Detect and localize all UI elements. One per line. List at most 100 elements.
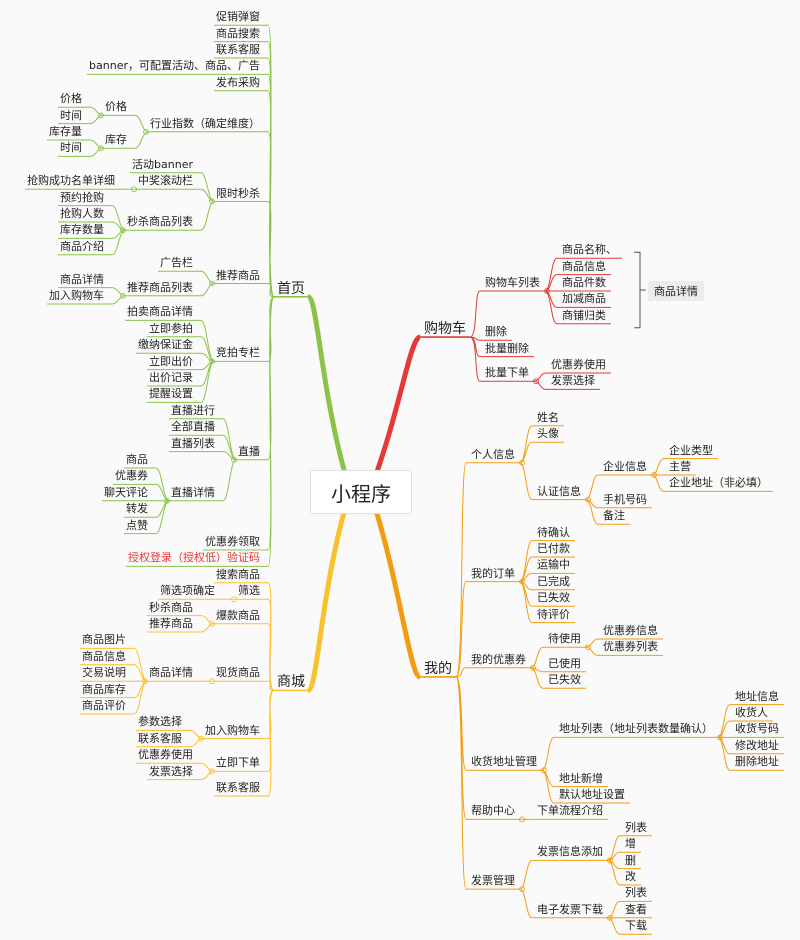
node-item[interactable]: 查看 <box>625 902 647 916</box>
node-item[interactable]: 地址新增 <box>559 771 603 785</box>
node-item[interactable]: 修改地址 <box>735 738 779 752</box>
node-item[interactable]: 抢购人数 <box>60 207 104 220</box>
node-item[interactable]: 下单流程介绍 <box>537 804 603 818</box>
node-item[interactable]: 拍卖商品详情 <box>127 305 193 319</box>
node-item[interactable]: 搜索商品 <box>216 567 260 581</box>
node-item[interactable]: 批量下单 <box>485 366 529 380</box>
node-item[interactable]: 商品 <box>126 453 148 466</box>
node-item[interactable]: 商品信息 <box>82 649 126 663</box>
node-item[interactable]: 商品介绍 <box>60 239 104 253</box>
node-item[interactable]: 广告栏 <box>160 256 193 270</box>
node-item[interactable]: 地址信息 <box>735 689 779 703</box>
node-item[interactable]: 企业类型 <box>669 443 713 457</box>
node-item[interactable]: 转发 <box>126 502 148 516</box>
node-item[interactable]: 加入购物车 <box>205 723 260 737</box>
node-item[interactable]: 发票选择 <box>551 374 595 388</box>
node-item[interactable]: 商品评价 <box>82 699 126 712</box>
node-item[interactable]: 库存量 <box>49 125 82 138</box>
node-item[interactable]: 已付款 <box>537 542 570 555</box>
node-item[interactable]: 删除地址 <box>735 755 779 769</box>
node-item[interactable]: 优惠券使用 <box>138 748 193 762</box>
node-item[interactable]: 活动banner <box>132 157 193 171</box>
node-item[interactable]: 企业地址（非必填） <box>669 476 768 490</box>
node-item[interactable]: 爆款商品 <box>216 608 260 622</box>
branch-mine[interactable]: 我的 <box>424 660 452 677</box>
node-item[interactable]: 待确认 <box>537 525 570 539</box>
node-item[interactable]: 已完成 <box>537 574 570 588</box>
node-item[interactable]: 我的优惠券 <box>471 652 526 666</box>
node-item[interactable]: 发票信息添加 <box>537 845 603 859</box>
node-item[interactable]: 全部直播 <box>171 420 215 434</box>
node-item[interactable]: 行业指数（确定维度） <box>150 116 260 130</box>
node-item[interactable]: 改 <box>625 870 636 883</box>
node-item[interactable]: 商品件数 <box>562 276 606 289</box>
node-item[interactable]: 电子发票下载 <box>537 902 603 916</box>
node-item[interactable]: 我的订单 <box>471 566 515 580</box>
node-item[interactable]: 头像 <box>537 427 559 441</box>
node-item[interactable]: 抢购成功名单详细 <box>27 174 115 188</box>
node-item[interactable]: 购物车列表 <box>485 276 540 289</box>
node-item[interactable]: banner，可配置活动、商品、广告 <box>89 59 260 73</box>
node-item[interactable]: 出价记录 <box>149 371 193 384</box>
node-item[interactable]: 加入购物车 <box>49 289 104 302</box>
node-item[interactable]: 商品详情 <box>149 666 193 680</box>
node-item[interactable]: 推荐商品 <box>149 617 193 630</box>
node-item[interactable]: 直播进行 <box>171 403 215 417</box>
node-item[interactable]: 商品名称、 <box>562 243 617 257</box>
node-item[interactable]: 已失效 <box>548 673 581 687</box>
collapse-dot[interactable] <box>143 128 149 135</box>
node-item[interactable]: 加减商品 <box>562 292 606 306</box>
node-item[interactable]: 商品搜索 <box>216 26 260 40</box>
node-item[interactable]: 推荐商品列表 <box>127 280 193 294</box>
node-item[interactable]: 帮助中心 <box>471 804 515 818</box>
node-item[interactable]: 删除 <box>485 325 507 339</box>
node-item[interactable]: 促销弹窗 <box>216 10 260 24</box>
node-item[interactable]: 批量删除 <box>485 341 529 355</box>
node-item[interactable]: 交易说明 <box>82 666 126 680</box>
node-item[interactable]: 筛选项确定 <box>160 584 215 598</box>
node-item[interactable]: 竞拍专栏 <box>216 346 260 360</box>
node-item[interactable]: 库存数量 <box>60 223 104 237</box>
node-item[interactable]: 直播 <box>238 444 260 458</box>
node-item[interactable]: 增 <box>625 837 636 851</box>
node-item[interactable]: 直播列表 <box>171 436 215 450</box>
node-item[interactable]: 企业信息 <box>603 460 647 473</box>
node-item[interactable]: 个人信息 <box>471 447 515 461</box>
node-item[interactable]: 优惠券领取 <box>205 535 260 548</box>
node-item[interactable]: 下载 <box>625 919 647 933</box>
node-item[interactable]: 秒杀商品 <box>149 600 193 614</box>
node-item[interactable]: 收货人 <box>735 706 768 719</box>
node-item[interactable]: 秒杀商品列表 <box>127 215 193 229</box>
node-item[interactable]: 发布采购 <box>216 75 260 89</box>
node-item[interactable]: 直播详情 <box>171 485 215 499</box>
node-item[interactable]: 联系客服 <box>216 781 260 794</box>
root-node[interactable]: 小程序 <box>310 470 412 514</box>
node-item[interactable]: 推荐商品 <box>216 268 260 282</box>
summary-label[interactable]: 商品详情 <box>648 281 704 301</box>
node-item[interactable]: 收货地址管理 <box>471 755 537 769</box>
node-item[interactable]: 地址列表（地址列表数量确认） <box>559 722 713 736</box>
node-item[interactable]: 商品信息 <box>562 259 606 273</box>
node-item[interactable]: 中奖滚动栏 <box>138 174 193 188</box>
node-item[interactable]: 商品详情 <box>60 272 104 286</box>
node-item[interactable]: 聊天评论 <box>104 485 148 499</box>
node-item[interactable]: 联系客服 <box>138 731 182 745</box>
node-item[interactable]: 列表 <box>625 886 647 900</box>
node-item[interactable]: 备注 <box>603 509 625 523</box>
node-item[interactable]: 优惠券使用 <box>551 358 606 371</box>
node-item[interactable]: 授权登录（授权低）验证码 <box>128 551 260 565</box>
node-item[interactable]: 待评价 <box>537 607 570 621</box>
node-item[interactable]: 提醒设置 <box>149 387 193 401</box>
node-item[interactable]: 筛选 <box>238 584 260 598</box>
node-item[interactable]: 参数选择 <box>138 715 182 729</box>
node-item[interactable]: 点赞 <box>126 518 148 532</box>
node-item[interactable]: 商铺归类 <box>562 308 606 322</box>
node-item[interactable]: 发票选择 <box>149 764 193 778</box>
node-item[interactable]: 已使用 <box>548 656 581 670</box>
node-item[interactable]: 缴纳保证金 <box>138 338 193 352</box>
node-item[interactable]: 收货号码 <box>735 722 779 736</box>
node-item[interactable]: 价格 <box>60 92 82 106</box>
node-item[interactable]: 手机号码 <box>603 492 647 506</box>
node-item[interactable]: 商品图片 <box>82 633 126 647</box>
node-item[interactable]: 商品库存 <box>82 682 126 696</box>
